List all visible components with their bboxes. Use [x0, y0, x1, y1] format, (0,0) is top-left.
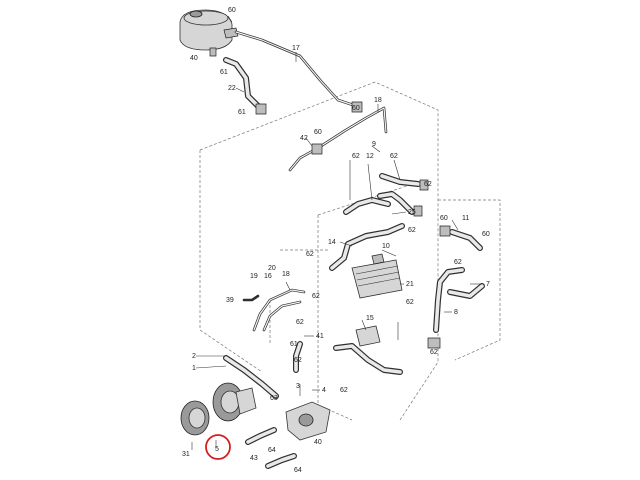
label-41: 41	[316, 333, 324, 340]
coolant-hose-15	[333, 325, 403, 375]
label-16: 16	[264, 273, 272, 280]
label-43: 43	[250, 455, 258, 462]
label-60: 60	[352, 105, 360, 112]
label-1: 1	[192, 365, 196, 372]
label-22: 22	[228, 85, 236, 92]
label-61: 61	[220, 69, 228, 76]
label-15: 15	[366, 315, 374, 322]
label-2: 2	[192, 353, 196, 360]
label-21: 21	[406, 281, 414, 288]
label-40: 40	[190, 55, 198, 62]
label-62: 62	[340, 387, 348, 394]
leader-lines	[191, 15, 482, 450]
label-61: 61	[290, 341, 298, 348]
label-20: 20	[268, 265, 276, 272]
label-5: 5	[215, 446, 219, 453]
label-42: 42	[300, 135, 308, 142]
label-60: 60	[440, 215, 448, 222]
label-11: 11	[462, 215, 469, 222]
coolant-hose-group-9	[343, 173, 429, 217]
label-60: 60	[228, 7, 236, 14]
label-19: 19	[250, 273, 258, 280]
label-64: 64	[268, 447, 276, 454]
label-63: 63	[270, 395, 278, 402]
label-18: 18	[374, 97, 382, 104]
label-62: 62	[408, 227, 416, 234]
label-62: 62	[424, 181, 432, 188]
coolant-hose-11	[439, 225, 483, 251]
coolant-hose-42	[288, 106, 388, 172]
label-62: 62	[406, 299, 414, 306]
coolant-expansion-tank	[179, 9, 239, 57]
coolant-hose-8	[427, 267, 485, 349]
label-62: 62	[352, 153, 360, 160]
label-8: 8	[454, 309, 458, 316]
coolant-hose-41	[293, 341, 303, 373]
highlight-circle-part-5	[205, 434, 231, 460]
label-62: 62	[312, 293, 320, 300]
part-number-labels: 60 40 61 17 22 61 60 18 42 60 9 62 12 62…	[182, 7, 490, 474]
oil-cooler-21	[351, 253, 403, 299]
label-18: 18	[282, 271, 290, 278]
coolant-pipe-assembly-16	[242, 288, 306, 332]
thermostat-housing	[285, 401, 331, 441]
label-61: 61	[238, 109, 246, 116]
coolant-hose-43	[245, 427, 297, 469]
label-62: 62	[430, 349, 438, 356]
label-62: 62	[454, 259, 462, 266]
label-60: 60	[314, 129, 322, 136]
label-7: 7	[486, 281, 490, 288]
label-31: 31	[182, 451, 190, 458]
label-3: 3	[296, 383, 300, 390]
coolant-hose-22	[223, 57, 267, 115]
label-12: 12	[366, 153, 374, 160]
label-60: 60	[482, 231, 490, 238]
label-14: 14	[328, 239, 336, 246]
label-62: 62	[390, 153, 398, 160]
coolant-pump-pulley	[180, 382, 257, 436]
coolant-hose-17	[234, 30, 363, 113]
label-17: 17	[292, 45, 300, 52]
label-64: 64	[294, 467, 302, 474]
label-62: 62	[294, 357, 302, 364]
coolant-hose-14	[329, 223, 405, 271]
coolant-pipe-2	[223, 355, 279, 399]
label-62: 62	[306, 251, 314, 258]
label-39: 39	[226, 297, 234, 304]
label-62: 62	[296, 319, 304, 326]
label-40: 40	[314, 439, 322, 446]
label-9: 9	[372, 141, 376, 148]
label-25: 25	[408, 209, 416, 216]
label-10: 10	[382, 243, 390, 250]
label-4: 4	[322, 387, 326, 394]
